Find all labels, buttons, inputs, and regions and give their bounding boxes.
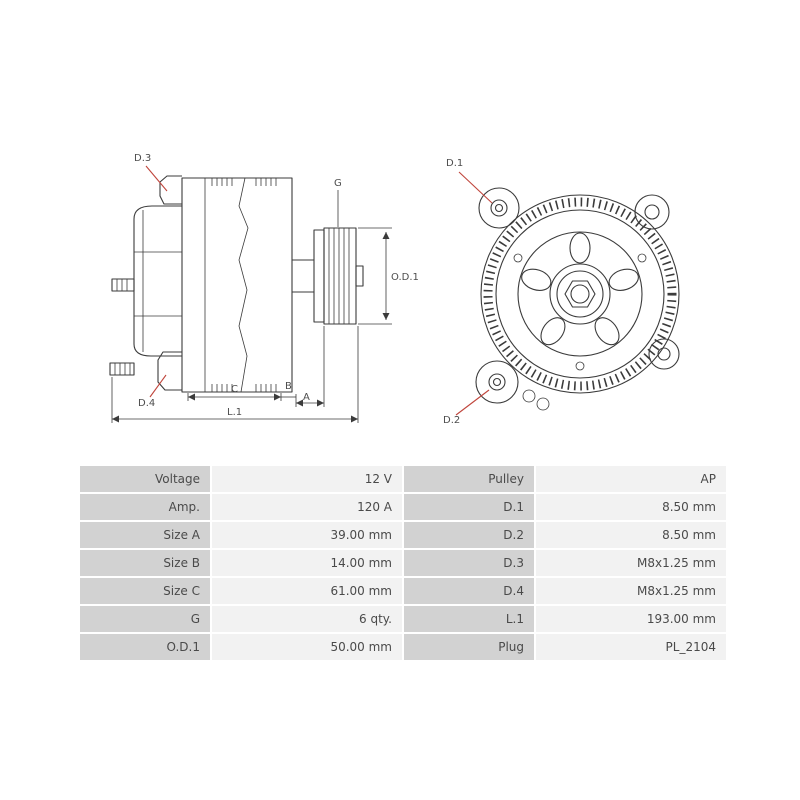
label-a: A (303, 392, 310, 403)
spec-value-size-a: 39.00 mm (212, 522, 402, 548)
spec-label-plug: Plug (404, 634, 534, 660)
spec-value-d1: 8.50 mm (536, 494, 726, 520)
label-d4: D.4 (138, 398, 155, 409)
label-d2: D.2 (443, 415, 460, 426)
spec-value-voltage: 12 V (212, 466, 402, 492)
spec-value-d2: 8.50 mm (536, 522, 726, 548)
spec-label-pulley: Pulley (404, 466, 534, 492)
side-view: D.3 D.4 G O.D.1 C B A L.1 (109, 153, 419, 423)
spec-label-l1: L.1 (404, 606, 534, 632)
spec-label-d2: D.2 (404, 522, 534, 548)
mounting-ears (475, 187, 680, 404)
leader-lines-front (455, 171, 493, 416)
spec-label-d4: D.4 (404, 578, 534, 604)
label-g: G (334, 178, 342, 189)
spec-value-od1: 50.00 mm (212, 634, 402, 660)
spec-label-size-a: Size A (80, 522, 210, 548)
spec-value-amp: 120 A (212, 494, 402, 520)
label-b: B (285, 381, 292, 392)
dimension-lines (111, 190, 392, 423)
spec-value-pulley: AP (536, 466, 726, 492)
front-housing (480, 194, 680, 394)
spec-label-d1: D.1 (404, 494, 534, 520)
front-view: D.1 D.2 (443, 158, 680, 426)
vent-slots (521, 232, 639, 346)
spec-value-size-c: 61.00 mm (212, 578, 402, 604)
spec-value-l1: 193.00 mm (536, 606, 726, 632)
spec-table: Voltage 12 V Pulley AP Amp. 120 A D.1 8.… (80, 466, 726, 660)
technical-drawing: D.3 D.4 G O.D.1 C B A L.1 (109, 153, 680, 426)
spec-value-d3: M8x1.25 mm (536, 550, 726, 576)
label-d3: D.3 (134, 153, 151, 164)
shaft-nut (564, 280, 596, 308)
spec-value-size-b: 14.00 mm (212, 550, 402, 576)
spec-label-g: G (80, 606, 210, 632)
cooling-fins (483, 197, 677, 391)
spec-value-d4: M8x1.25 mm (536, 578, 726, 604)
spec-value-plug: PL_2104 (536, 634, 726, 660)
spec-label-amp: Amp. (80, 494, 210, 520)
label-c: C (231, 384, 238, 395)
spec-label-size-b: Size B (80, 550, 210, 576)
spec-label-d3: D.3 (404, 550, 534, 576)
spec-label-size-c: Size C (80, 578, 210, 604)
label-od1: O.D.1 (391, 272, 419, 283)
label-d1: D.1 (446, 158, 463, 169)
spec-label-od1: O.D.1 (80, 634, 210, 660)
rotor-hub (549, 263, 611, 325)
terminal-studs (109, 278, 135, 376)
leader-lines-side (145, 165, 168, 398)
pulley (313, 227, 364, 325)
shaft (292, 259, 314, 293)
bolt-holes (513, 253, 647, 411)
spec-value-g: 6 qty. (212, 606, 402, 632)
label-l1: L.1 (227, 407, 242, 418)
main-body (157, 175, 293, 393)
rear-housing (133, 205, 182, 357)
spec-label-voltage: Voltage (80, 466, 210, 492)
